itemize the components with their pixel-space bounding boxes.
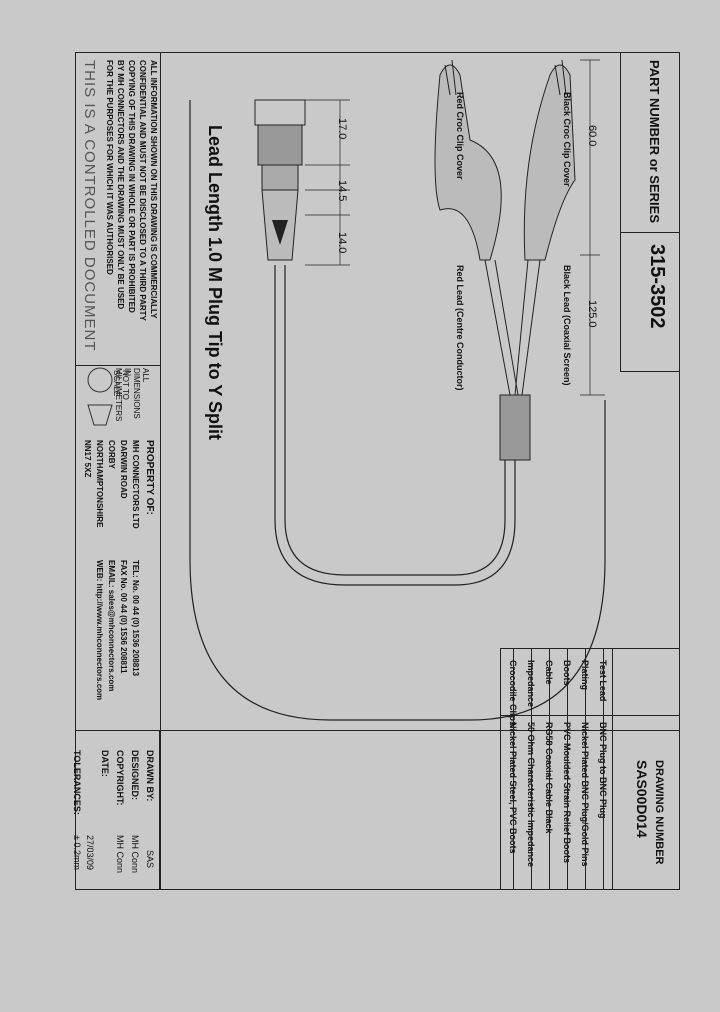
logo-stamp [80, 360, 120, 430]
bnc-boot-mark [272, 220, 288, 245]
outer-loop [189, 100, 606, 721]
black-clip-label: Black Croc Clip Cover [562, 92, 572, 187]
divider-top [160, 730, 680, 731]
dim-17: 17.0 [336, 118, 348, 140]
red-clip-cover [434, 64, 502, 261]
cable-outer [274, 265, 516, 586]
red-lead-wire-b [494, 259, 519, 396]
spec-drawing-number-divider [612, 648, 613, 890]
black-clip-jaw [554, 59, 567, 96]
spec-header-divider [500, 715, 680, 716]
drawn-by-block [75, 730, 160, 890]
red-clip-jaw [444, 59, 457, 96]
spec-row-divider [567, 648, 568, 890]
drawing-title: Lead Length 1.0 M Plug Tip to Y Split [205, 125, 225, 441]
dim-125: 125.0 [586, 300, 598, 328]
black-lead-wire-a [514, 259, 529, 396]
spec-row-divider [531, 648, 532, 890]
dim-60: 60.0 [586, 125, 598, 147]
bnc-sleeve [261, 164, 299, 191]
spec-row-divider [513, 648, 514, 890]
black-lead-wire-b [521, 259, 541, 396]
divider-bottom-mid [75, 365, 160, 366]
cable-inner [284, 265, 506, 576]
y-split [499, 394, 531, 461]
divider-left [160, 52, 161, 890]
part-number-box [620, 52, 680, 372]
logo-stamp-icon [87, 367, 113, 426]
drawing-border [75, 52, 680, 890]
spec-col-divider [500, 648, 501, 890]
part-number-divider [620, 232, 680, 233]
spec-row-divider [585, 648, 586, 890]
dim-14: 14.0 [336, 232, 348, 254]
red-lead-wire-a [484, 259, 511, 396]
red-lead-label: Red Lead (Centre Conductor) [455, 265, 465, 391]
black-clip-cover [523, 64, 576, 261]
spec-row-divider [549, 648, 550, 890]
red-clip-label: Red Croc Clip Cover [455, 92, 465, 180]
bnc-body [257, 124, 303, 166]
spec-row-divider [603, 648, 604, 890]
dim-14-5: 14.5 [336, 180, 348, 202]
black-lead-label: Black Lead (Coaxial Screen) [562, 265, 572, 386]
bnc-tip [254, 99, 306, 126]
